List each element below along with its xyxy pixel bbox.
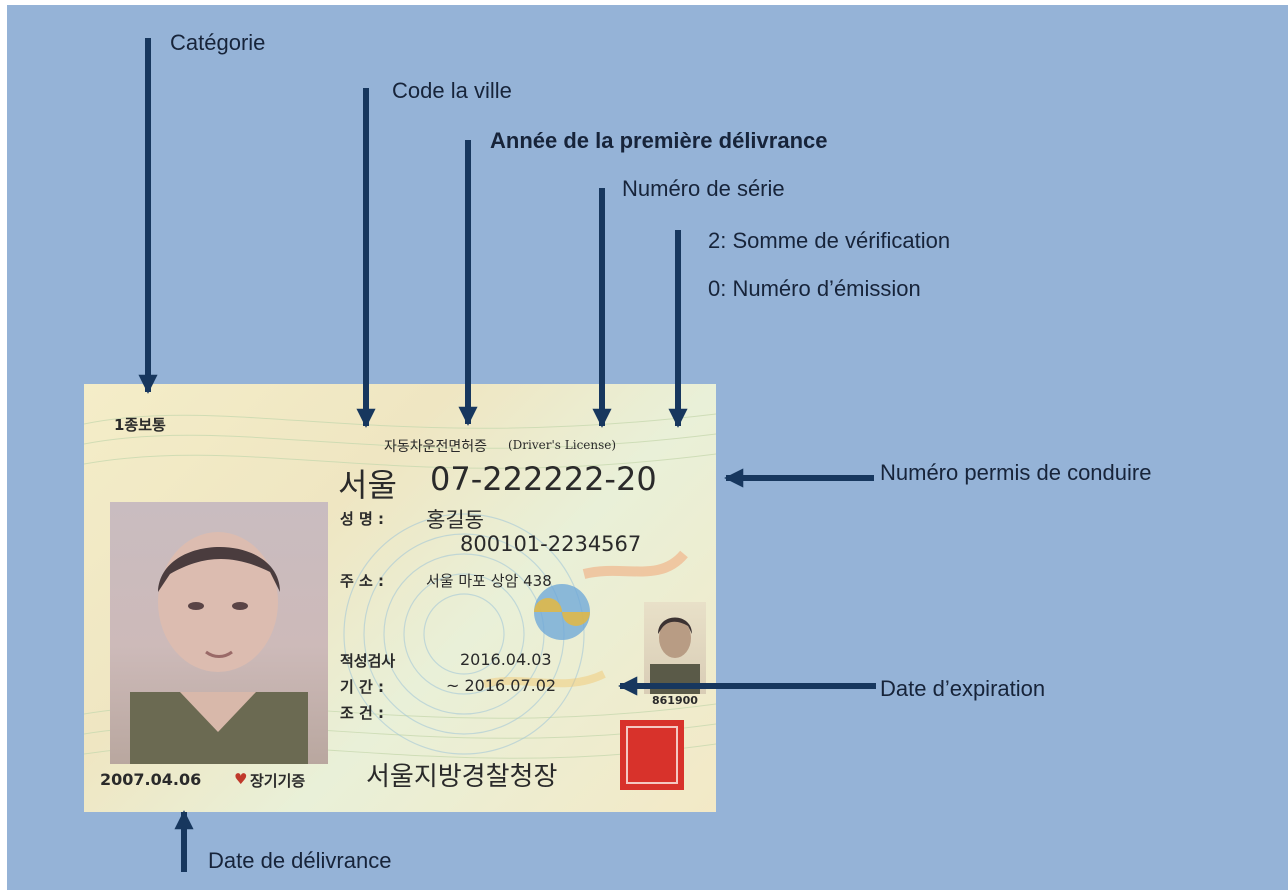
official-seal bbox=[620, 720, 684, 790]
donor-icon: ♥ bbox=[234, 770, 248, 788]
exam-date: 2016.04.03 bbox=[460, 650, 552, 669]
person-portrait bbox=[130, 532, 308, 764]
card-title-english: (Driver's License) bbox=[508, 438, 617, 452]
label-categorie: Catégorie bbox=[170, 30, 266, 55]
label-expiration: Date d’expiration bbox=[880, 676, 1046, 701]
period-label: 기 간 : bbox=[340, 678, 385, 696]
exam-label: 적성검사 bbox=[340, 652, 396, 670]
label-annee: Année de la première délivrance bbox=[490, 128, 828, 153]
license-region: 서울 bbox=[338, 466, 397, 504]
label-code-ville: Code la ville bbox=[392, 78, 512, 103]
resident-number: 800101-2234567 bbox=[460, 532, 642, 556]
label-delivrance: Date de délivrance bbox=[208, 848, 392, 873]
name-label: 성 명 : bbox=[340, 510, 385, 528]
address-value: 서울 마포 상암 438 bbox=[426, 572, 552, 590]
small-code: 861900 bbox=[652, 694, 698, 707]
driver-license-card: 1종보통 자동차운전면허증 (Driver's License) 서울 07-2… bbox=[84, 384, 716, 812]
label-numero-serie: Numéro de série bbox=[622, 176, 785, 201]
name-value: 홍길동 bbox=[426, 508, 484, 532]
issue-date: 2007.04.06 bbox=[100, 770, 202, 789]
long-term-label: 장기기증 bbox=[250, 772, 306, 790]
address-label: 주 소 : bbox=[340, 572, 385, 590]
condition-label: 조 건 : bbox=[340, 704, 385, 722]
label-numero-permis: Numéro permis de conduire bbox=[880, 460, 1152, 485]
label-somme: 2: Somme de vérification bbox=[708, 228, 951, 253]
card-category: 1종보통 bbox=[114, 416, 166, 434]
label-emission: 0: Numéro d’émission bbox=[708, 276, 921, 301]
license-number: 07-222222-20 bbox=[430, 460, 657, 498]
issuer-label: 서울지방경찰청장 bbox=[366, 762, 558, 792]
main-photo bbox=[110, 502, 328, 764]
period-value: ~ 2016.07.02 bbox=[446, 676, 557, 695]
card-title-korean: 자동차운전면허증 bbox=[384, 439, 488, 455]
